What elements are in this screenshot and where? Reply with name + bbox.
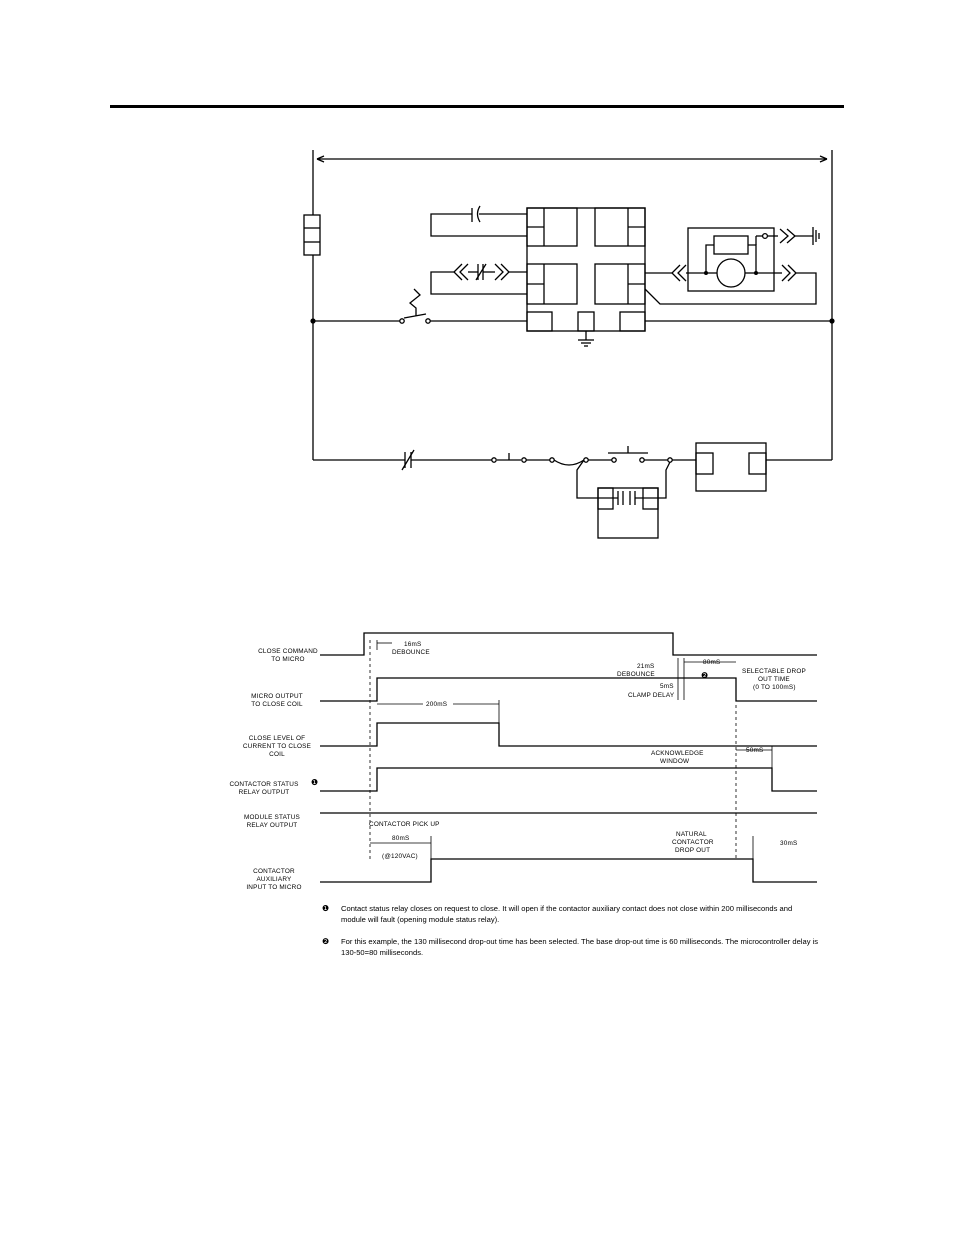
header-rule [110,105,844,108]
note-1-line-1: Contact status relay closes on request t… [341,904,792,913]
note-2-line-1: For this example, the 130 millisecond dr… [341,937,818,946]
waveform-contactor-status [320,767,817,792]
label-contactor-status-2: RELAY OUTPUT [239,789,290,796]
selectable-line-2: OUT TIME [758,676,790,683]
label-aux-input-3: INPUT TO MICRO [246,884,301,891]
note-2-marker-icon: ❷ [322,937,329,946]
label-close-level-1: CLOSE LEVEL OF [249,735,306,742]
label-aux-input-1: CONTACTOR [253,868,295,875]
control-module [526,207,646,347]
label-close-command-2: TO MICRO [271,656,304,663]
debounce-21-label: DEBOUNCE [617,671,655,678]
contactor-coil [695,442,767,492]
waveform-close-command [320,632,817,656]
selectable-line-1: SELECTABLE DROP [742,668,806,675]
debounce-16-label: DEBOUNCE [392,649,430,656]
pickup-label: CONTACTOR PICK UP [369,821,440,828]
footnotes: ❶ Contact status relay closes on request… [322,904,818,957]
schematic [303,150,835,539]
debounce-21-value: 21mS [637,663,655,670]
fuse [303,214,321,256]
label-module-status-1: MODULE STATUS [244,814,300,821]
pickup-voltage-label: (@120VAC) [382,853,418,860]
label-module-status-2: RELAY OUTPUT [247,822,298,829]
note-2-line-2: 130-50=80 milliseconds. [341,948,423,957]
natural-line-3: DROP OUT [675,847,710,854]
timing-diagram: CLOSE COMMAND TO MICRO MICRO OUTPUT TO C… [229,628,817,891]
note-1-marker-icon: ❶ [322,904,329,913]
marker-2-icon: ❷ [701,671,708,680]
label-close-command-1: CLOSE COMMAND [258,648,318,655]
natural-line-2: CONTACTOR [672,839,714,846]
signal-labels: CLOSE COMMAND TO MICRO MICRO OUTPUT TO C… [229,648,318,891]
note-1-line-2: module will fault (opening module status… [341,915,499,924]
selectable-line-3: (0 TO 100mS) [753,684,796,691]
waveform-micro-output [320,677,817,702]
debounce-16-value: 16mS [404,641,422,648]
waveform-close-level [320,722,817,747]
marker-1-icon: ❶ [311,778,318,787]
ack-line-1: ACKNOWLEDGE [651,750,704,757]
pickup-time-label: 80mS [392,835,410,842]
natural-line-1: NATURAL [676,831,707,838]
label-close-level-2: CURRENT TO CLOSE [243,743,311,750]
waveform-aux-input [320,858,817,883]
ack-line-2: WINDOW [660,758,690,765]
clamp-value: 5mS [660,683,674,690]
delay-50-label: 50mS [746,747,764,754]
seal-in-relay [597,487,659,539]
label-close-level-3: COIL [269,751,285,758]
label-micro-output-1: MICRO OUTPUT [251,693,303,700]
label-micro-output-2: TO CLOSE COIL [251,701,303,708]
label-contactor-status-1: CONTACTOR STATUS [229,781,298,788]
delay-80-label: 80mS [703,659,721,666]
label-aux-input-2: AUXILIARY [256,876,292,883]
clamp-label: CLAMP DELAY [628,692,675,699]
motor-block [687,227,778,292]
delay-30-label: 30mS [780,840,798,847]
pulse-200-label: 200mS [426,701,447,708]
